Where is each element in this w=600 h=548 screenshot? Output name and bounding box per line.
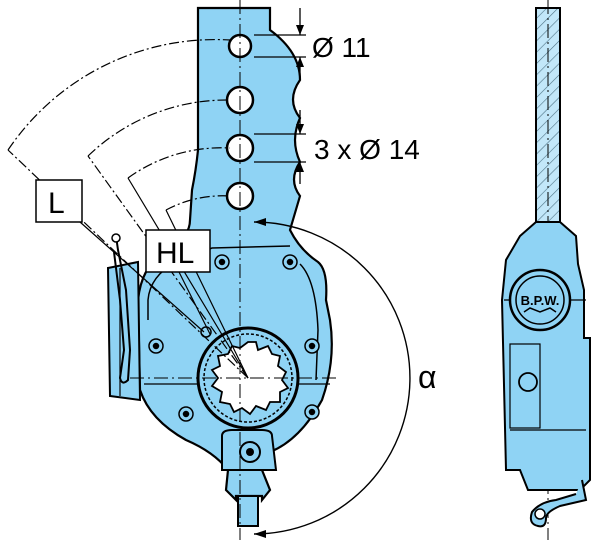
side-view: B.P.W. (500, 0, 591, 540)
logo-disk (508, 268, 572, 332)
label-box-HL: HL (145, 229, 211, 273)
front-view (106, 0, 340, 540)
label-box-L: L (35, 179, 83, 223)
bolts (148, 254, 320, 422)
spring-clip (113, 235, 132, 384)
label-hole-length: HL (156, 237, 194, 270)
label-leaders (79, 221, 211, 335)
adjuster-shaft (237, 495, 259, 527)
label-hole-small: Ø 11 (312, 32, 371, 63)
side-body (500, 221, 591, 491)
label-angle: α (418, 359, 437, 395)
label-length: L (48, 187, 65, 220)
hole-dimension-ticks (254, 8, 306, 184)
angle-dimension (253, 218, 411, 538)
label-holes-large: 3 x Ø 14 (314, 134, 420, 165)
logo-text: B.P.W. (521, 293, 560, 308)
